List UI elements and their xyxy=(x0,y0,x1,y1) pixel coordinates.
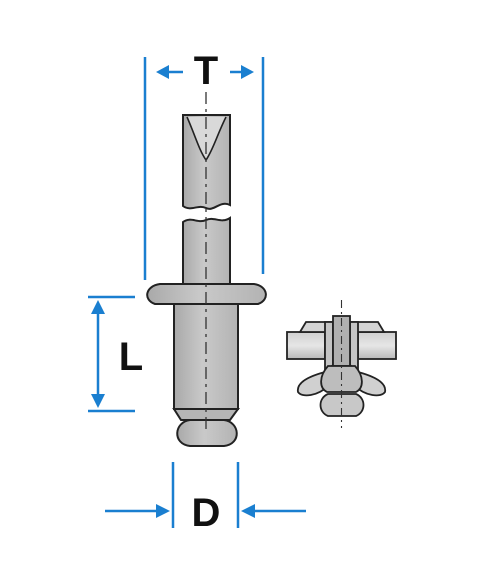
mandrel-head xyxy=(176,419,238,447)
arrow-left-d-head xyxy=(156,504,170,518)
dimension-label-t: T xyxy=(194,49,218,93)
arrow-l-head-up xyxy=(91,300,105,314)
installed-rivet-section xyxy=(286,300,397,428)
dimension-l: L xyxy=(88,295,143,413)
dimension-d: D xyxy=(105,462,306,535)
plate-left xyxy=(286,331,326,360)
arrow-left-t-head xyxy=(156,65,169,79)
rivet-body-tail xyxy=(172,408,240,421)
section-mandrel-ball xyxy=(319,393,365,417)
dimension-t: T xyxy=(143,49,265,280)
dimension-label-d: D xyxy=(192,491,221,535)
rivet-drawing xyxy=(146,92,267,447)
arrow-right-t-head xyxy=(241,65,254,79)
section-sleeve-left xyxy=(324,321,334,374)
arrow-right-d-head xyxy=(241,504,255,518)
dimension-label-l: L xyxy=(119,335,143,379)
arrow-l-head-down xyxy=(91,394,105,408)
section-sleeve-right xyxy=(349,321,359,374)
section-bulb-right xyxy=(354,370,386,397)
plate-right xyxy=(357,331,397,360)
section-bulb-left xyxy=(297,370,329,397)
